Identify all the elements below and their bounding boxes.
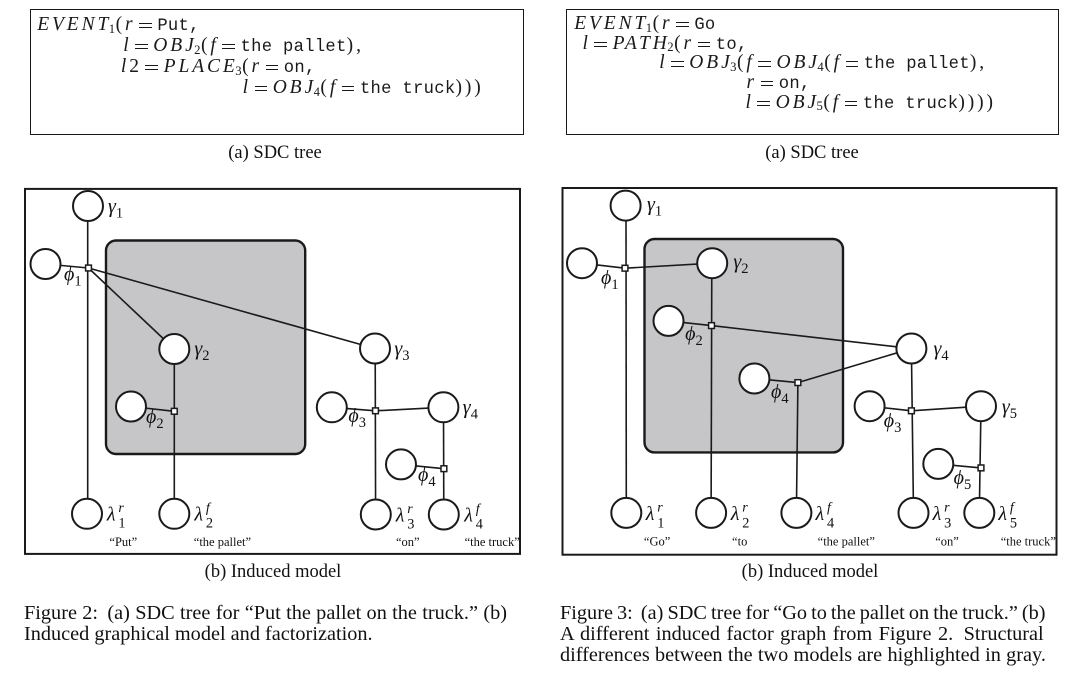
svg-text:f: f	[1010, 500, 1016, 515]
svg-text:λ: λ	[645, 503, 655, 525]
svg-text:3: 3	[407, 516, 414, 532]
svg-text:λ: λ	[395, 504, 405, 526]
svg-text:3: 3	[944, 515, 951, 531]
svg-text:ϕ3: ϕ3	[884, 410, 902, 436]
svg-text:“the truck”: “the truck”	[1001, 534, 1056, 548]
svg-text:λ: λ	[730, 503, 740, 525]
svg-text:r: r	[407, 502, 413, 517]
svg-text:γ4: γ4	[463, 396, 479, 422]
svg-text:λ: λ	[932, 503, 942, 525]
svg-text:“to: “to	[732, 534, 747, 548]
svg-text:2: 2	[742, 515, 749, 531]
svg-text:λ: λ	[193, 503, 203, 525]
svg-text:λ: λ	[997, 503, 1007, 525]
svg-text:ϕ5: ϕ5	[954, 467, 972, 493]
svg-text:γ4: γ4	[934, 338, 950, 364]
svg-text:ϕ1: ϕ1	[601, 267, 619, 293]
svg-text:2: 2	[206, 515, 213, 531]
svg-text:“Go”: “Go”	[644, 534, 670, 548]
svg-text:f: f	[827, 500, 833, 515]
svg-text:r: r	[944, 500, 950, 515]
svg-text:“on”: “on”	[396, 534, 420, 548]
svg-text:γ5: γ5	[1002, 396, 1017, 422]
svg-text:“Put”: “Put”	[109, 534, 137, 548]
svg-text:r: r	[657, 500, 663, 515]
svg-text:r: r	[742, 500, 748, 515]
svg-text:“on”: “on”	[935, 534, 959, 548]
svg-text:f: f	[206, 501, 212, 516]
svg-text:“the truck”: “the truck”	[465, 534, 520, 548]
svg-text:λ: λ	[815, 503, 825, 525]
svg-text:λ: λ	[106, 503, 116, 525]
svg-text:γ1: γ1	[647, 193, 662, 219]
svg-text:“the pallet”: “the pallet”	[194, 534, 251, 548]
svg-text:r: r	[118, 501, 124, 516]
svg-text:ϕ3: ϕ3	[348, 404, 366, 430]
svg-text:5: 5	[1010, 515, 1017, 531]
svg-text:λ: λ	[463, 504, 473, 526]
svg-text:1: 1	[118, 515, 125, 531]
svg-text:“the pallet”: “the pallet”	[818, 534, 875, 548]
svg-text:4: 4	[827, 515, 834, 531]
svg-text:1: 1	[657, 515, 664, 531]
svg-text:4: 4	[476, 516, 483, 532]
svg-text:γ1: γ1	[108, 195, 123, 221]
svg-text:γ3: γ3	[394, 338, 409, 364]
svg-text:f: f	[476, 502, 482, 517]
